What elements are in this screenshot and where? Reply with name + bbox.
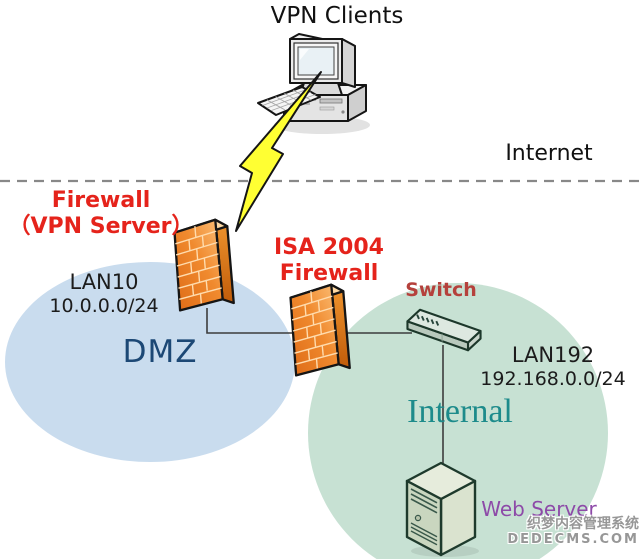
- web-server-label: Web Server: [481, 497, 597, 521]
- dedecms-watermark: 织梦内容管理系统 DEDECMS.COM: [507, 516, 639, 547]
- watermark-line1: 织梦内容管理系统: [527, 516, 639, 532]
- lan10-labels: LAN10 10.0.0.0/24: [49, 270, 158, 318]
- lan192-labels: LAN192 192.168.0.0/24: [480, 343, 625, 391]
- lan192-name: LAN192: [511, 343, 595, 367]
- switch-label: Switch: [405, 279, 477, 301]
- vpn-clients-label: VPN Clients: [270, 3, 404, 29]
- lan10-name: LAN10: [69, 270, 139, 294]
- lan10-subnet: 10.0.0.0/24: [49, 295, 159, 317]
- internet-label: Internet: [505, 141, 593, 166]
- isa-firewall-label-line2: Firewall: [279, 261, 379, 286]
- internal-zone-label: Internal: [407, 393, 513, 430]
- vpn-firewall-label-line1: Firewall: [51, 188, 151, 213]
- vpn-firewall-label-line2: （VPN Server）: [8, 214, 194, 239]
- isa-firewall-label-line1: ISA 2004: [274, 235, 384, 260]
- dmz-zone-label: DMZ: [122, 334, 198, 370]
- server-tower-icon: [405, 461, 479, 557]
- lan192-subnet: 192.168.0.0/24: [480, 368, 626, 390]
- watermark-line2: DEDECMS.COM: [507, 532, 639, 547]
- vpn-firewall-label: Firewall （VPN Server）: [9, 188, 194, 240]
- link-vpnfirewall-isafirewall: [206, 308, 296, 334]
- dmz-zone-ellipse: [5, 262, 295, 462]
- network-switch-icon: [406, 308, 482, 352]
- isa-firewall-label: ISA 2004 Firewall: [274, 235, 384, 287]
